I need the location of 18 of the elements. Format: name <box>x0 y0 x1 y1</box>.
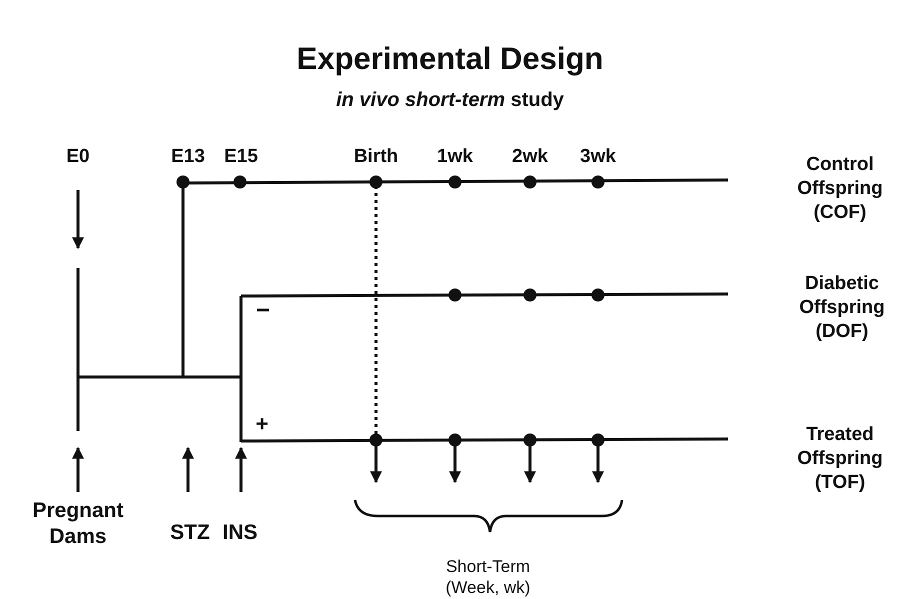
treatment-label: Pregnant Dams <box>31 498 124 550</box>
treatment-label: INS <box>222 520 258 546</box>
group-label: Treated Offspring (TOF) <box>796 423 884 494</box>
time-label: E0 <box>66 145 90 169</box>
group-label: Control Offspring (COF) <box>796 153 884 224</box>
sign-label: + <box>256 410 268 438</box>
time-label: 3wk <box>580 145 616 169</box>
group-label: Diabetic Offspring (DOF) <box>798 272 886 344</box>
title: Experimental Design <box>296 40 604 78</box>
subtitle: in vivo short-term study <box>336 88 564 113</box>
time-label: E15 <box>224 145 258 169</box>
period-label: Short-Term (Week, wk) <box>444 556 532 598</box>
time-label: E13 <box>171 145 205 169</box>
time-label: Birth <box>354 145 398 169</box>
time-label: 2wk <box>512 145 548 169</box>
time-label: 1wk <box>437 145 473 169</box>
sign-label: − <box>256 296 270 326</box>
treatment-label: STZ <box>170 520 210 546</box>
